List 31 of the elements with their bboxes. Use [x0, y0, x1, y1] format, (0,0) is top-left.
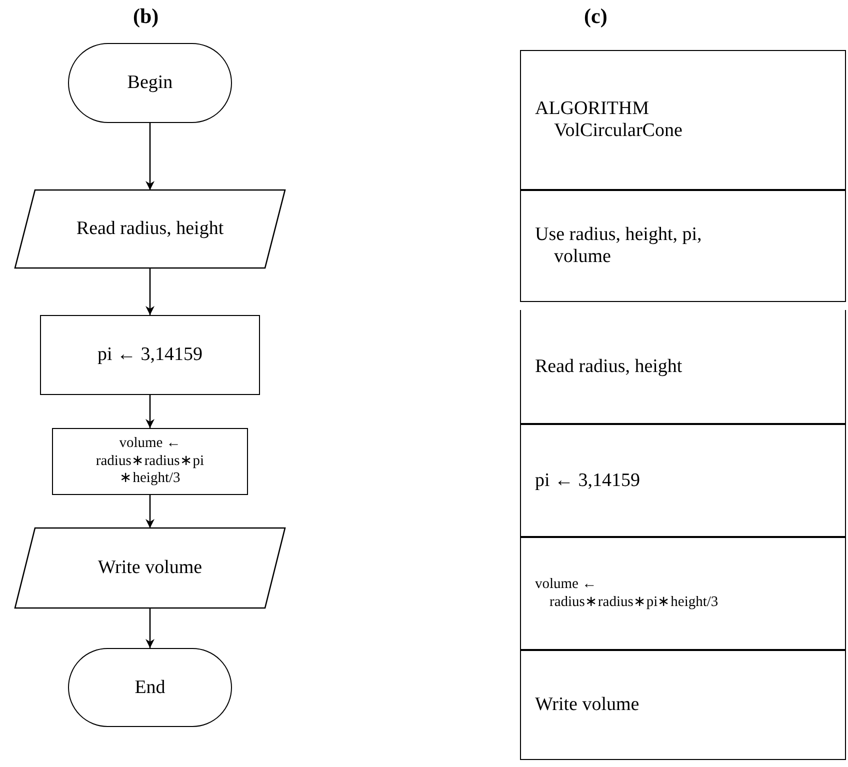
panel-label: (b): [133, 4, 159, 29]
io-parallelogram: [15, 190, 285, 268]
process-box: [40, 315, 260, 395]
node-text: pi ← 3,14159: [97, 344, 203, 366]
arrow: [146, 395, 154, 428]
node-text: End: [134, 676, 166, 698]
panel-label: (c): [584, 4, 608, 29]
node-text: Read radius, height: [76, 218, 224, 240]
io-parallelogram: [15, 528, 285, 608]
arrow: [146, 608, 154, 648]
node-text: Write volume: [98, 557, 202, 579]
node-text: ALGORITHM VolCircularCone: [535, 98, 684, 142]
node-text: volume ← radius∗radius∗pi ∗height/3: [94, 435, 206, 488]
structure-cell: [520, 424, 846, 537]
structure-cell: [520, 537, 846, 650]
node-text: pi ← 3,14159: [535, 470, 640, 492]
node-text: volume ← radius∗radius∗pi∗height/3: [535, 576, 720, 611]
structure-cell: [520, 310, 846, 424]
node-text: Read radius, height: [535, 356, 682, 378]
arrow: [146, 123, 154, 190]
terminal-shape: [68, 648, 232, 727]
node-text: Write volume: [535, 694, 640, 716]
process-box: [52, 428, 248, 495]
structure-cell: [520, 50, 846, 190]
terminal-shape: [68, 43, 232, 123]
arrow: [146, 268, 154, 315]
node-text: Use radius, height, pi, volume: [535, 224, 703, 268]
structure-cell: [520, 190, 846, 302]
arrow: [146, 495, 154, 528]
node-text: Begin: [127, 72, 173, 94]
structure-cell: [520, 650, 846, 760]
